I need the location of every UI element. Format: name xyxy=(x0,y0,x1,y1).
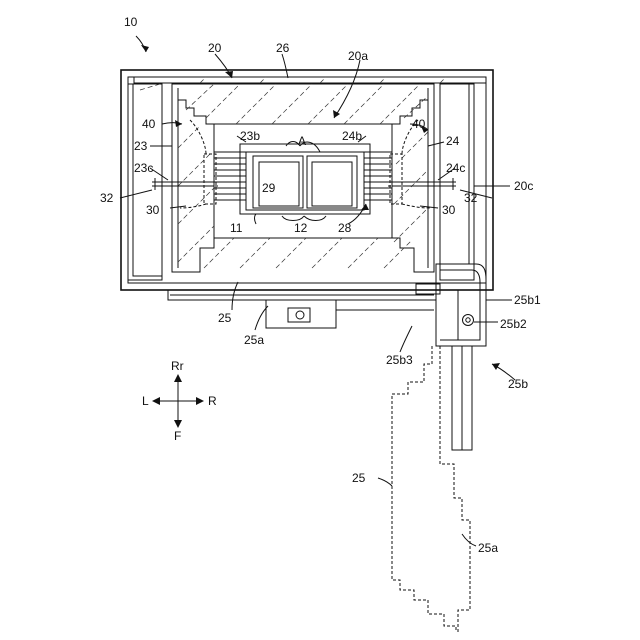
label-25b: 25b xyxy=(508,377,528,391)
label-23b: 23b xyxy=(240,129,260,143)
reference-labels: 10 20 26 20a 40 40 23 23b A 24b 24 23c 2… xyxy=(100,15,541,555)
label-20a: 20a xyxy=(348,49,368,63)
label-24b: 24b xyxy=(342,129,362,143)
coil-fins-left xyxy=(214,152,246,200)
coil-fins-right xyxy=(364,152,392,200)
label-29: 29 xyxy=(262,181,276,195)
label-26: 26 xyxy=(276,41,290,55)
compass-left-label: L xyxy=(142,394,149,408)
label-25b1: 25b1 xyxy=(514,293,541,307)
leader-lines xyxy=(120,36,515,546)
label-40-right: 40 xyxy=(412,117,426,131)
label-32-right: 32 xyxy=(464,191,478,205)
left-rod xyxy=(152,178,214,190)
label-25b2: 25b2 xyxy=(500,317,527,331)
label-25: 25 xyxy=(218,311,232,325)
label-30-left: 30 xyxy=(146,203,160,217)
hinge-bracket xyxy=(436,264,486,346)
compass-rose xyxy=(152,374,204,428)
insulation-body xyxy=(140,77,446,272)
label-25a: 25a xyxy=(244,333,264,347)
label-24c: 24c xyxy=(446,161,465,175)
label-40-left: 40 xyxy=(142,117,156,131)
label-24: 24 xyxy=(446,134,460,148)
label-32-left: 32 xyxy=(100,191,114,205)
label-25-open: 25 xyxy=(352,471,366,485)
compass-up-label: Rr xyxy=(171,359,184,373)
label-20c: 20c xyxy=(514,179,533,193)
label-10: 10 xyxy=(124,15,138,29)
label-11: 11 xyxy=(230,221,243,235)
label-25a-open: 25a xyxy=(478,541,498,555)
label-28: 28 xyxy=(338,221,352,235)
door-open xyxy=(392,346,472,632)
top-insulation xyxy=(134,77,486,83)
compass-down-label: F xyxy=(174,429,181,443)
label-23: 23 xyxy=(134,139,148,153)
label-25b3: 25b3 xyxy=(386,353,413,367)
coil-assembly xyxy=(214,144,392,214)
compass-right-label: R xyxy=(208,394,217,408)
label-23c: 23c xyxy=(134,161,153,175)
label-12: 12 xyxy=(294,221,308,235)
label-A: A xyxy=(298,134,306,148)
label-20: 20 xyxy=(208,41,222,55)
label-30-right: 30 xyxy=(442,203,456,217)
